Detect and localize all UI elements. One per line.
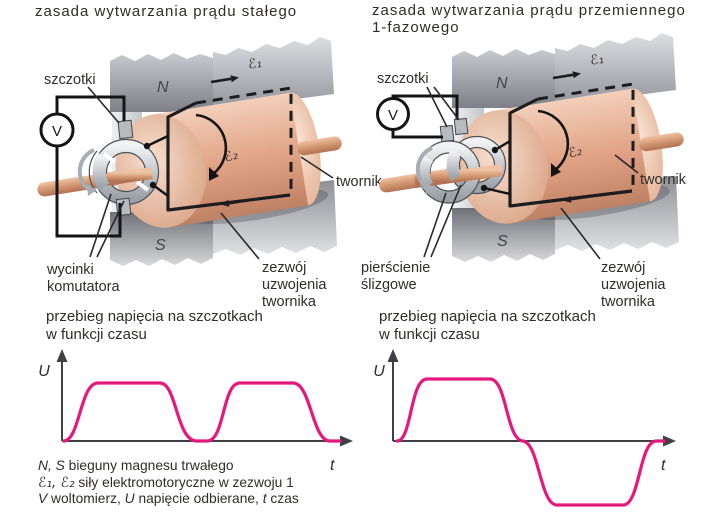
left-xlabel: t [330, 457, 335, 474]
label-coil-1: zezwój [601, 260, 645, 276]
right-caption-2: w funkcji czasu [378, 326, 480, 343]
slip-rings [414, 135, 507, 204]
emf1-label: ℰ₁ [247, 55, 263, 73]
label-coil-3: twornika [262, 294, 317, 310]
right-title-2: 1-fazowego [372, 19, 460, 36]
label-coil-3: twornika [601, 294, 656, 310]
pole-s-label: S [155, 237, 166, 254]
right-title-1: zasada wytwarzania prądu przemiennego [372, 2, 686, 19]
rotation-arrow-icon [77, 148, 95, 193]
label-armature: twornik [336, 174, 383, 190]
voltmeter-letter: V [388, 107, 398, 124]
ac-generator-diagram: V zasada wytwarzania prądu przemiennego … [361, 2, 695, 343]
label-brushes: szczotki [377, 71, 429, 87]
brush-top [117, 119, 134, 140]
dc-voltage-graph: U t [38, 349, 353, 474]
left-title: zasada wytwarzania prądu stałego [35, 3, 297, 20]
emf2-label: ℰ₂ [223, 147, 241, 166]
pole-s-label: S [497, 233, 508, 250]
label-sliprings-1: pierścienie [361, 260, 430, 276]
ac-voltage-graph: U t [373, 349, 676, 507]
emf2-label: ℰ₂ [567, 143, 585, 162]
voltmeter-icon: V [39, 95, 126, 238]
rotation-arrow-icon [415, 146, 433, 191]
label-sliprings-2: ślizgowe [361, 277, 417, 293]
label-coil-2: uzwojenia [262, 277, 327, 293]
right-caption-1: przebieg napięcia na szczotkach [379, 308, 596, 325]
ac-waveform-curve [395, 377, 666, 507]
label-coil-2: uzwojenia [601, 277, 666, 293]
legend-line: N, S bieguny magnesu trwałego [38, 458, 234, 473]
right-xlabel: t [661, 457, 666, 474]
legend-line: V woltomierz, U napięcie odbierane, t cz… [38, 491, 299, 507]
left-caption-2: w funkcji czasu [45, 326, 147, 343]
dc-waveform-curve [62, 381, 342, 443]
emf1-label: ℰ₁ [589, 51, 605, 69]
pole-n-label: N [157, 79, 169, 96]
dc-generator-diagram: V zasada wytwarzania prądu stałego szczo… [26, 3, 383, 343]
brush-rear [453, 117, 469, 136]
legend-line: ℰ₁, ℰ₂ siły elektromotoryczne w zezwoju … [38, 474, 294, 491]
label-commutator-1: wycinki [46, 262, 94, 278]
right-ylabel: U [373, 363, 385, 380]
commutator-rings [88, 138, 160, 206]
label-armature: twornik [640, 172, 687, 188]
left-ylabel: U [38, 363, 50, 380]
label-commutator-2: komutatora [47, 279, 120, 295]
pole-n-label: N [496, 75, 508, 92]
voltmeter-letter: V [52, 123, 62, 140]
left-caption-1: przebieg napięcia na szczotkach [46, 308, 263, 325]
label-coil-1: zezwój [262, 260, 306, 276]
label-brushes: szczotki [44, 72, 96, 88]
brush-front [439, 124, 455, 143]
voltmeter-icon: V [376, 94, 459, 139]
